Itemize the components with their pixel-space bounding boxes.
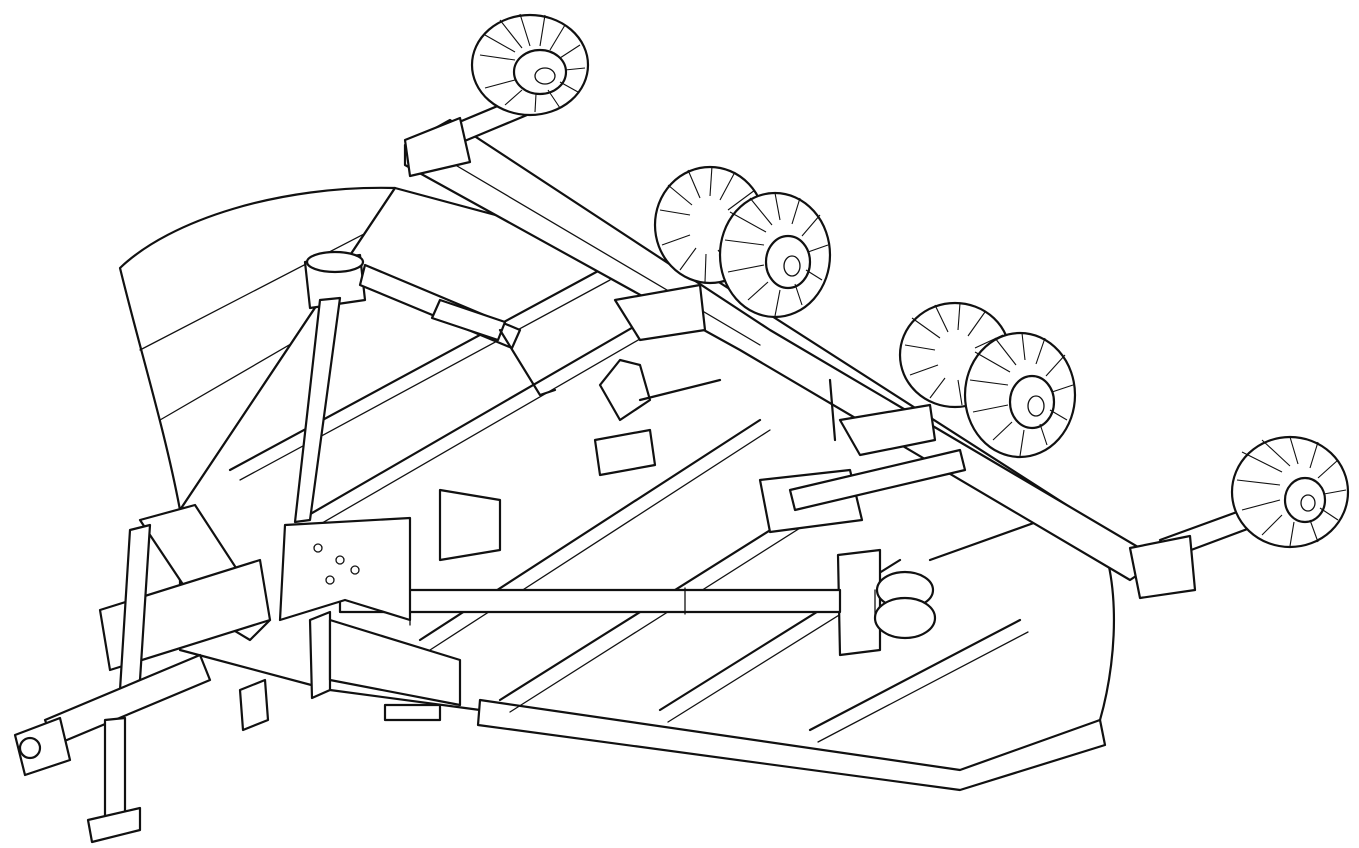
tongue xyxy=(13,653,212,777)
center-link xyxy=(593,358,722,477)
jack-stand xyxy=(86,716,142,844)
tire-center-right xyxy=(718,191,832,319)
front-deflector xyxy=(328,618,462,722)
tire-top xyxy=(470,13,590,117)
center-plate xyxy=(278,488,502,622)
tire-far-right xyxy=(1230,435,1350,549)
gearbox-left xyxy=(293,250,367,524)
hydraulic-cylinder-right xyxy=(758,378,967,534)
gearbox-right xyxy=(836,548,937,657)
hydraulic-cylinder-left xyxy=(358,263,557,397)
tire-mid-right-b xyxy=(963,331,1077,459)
wheel-brackets xyxy=(403,116,1197,600)
